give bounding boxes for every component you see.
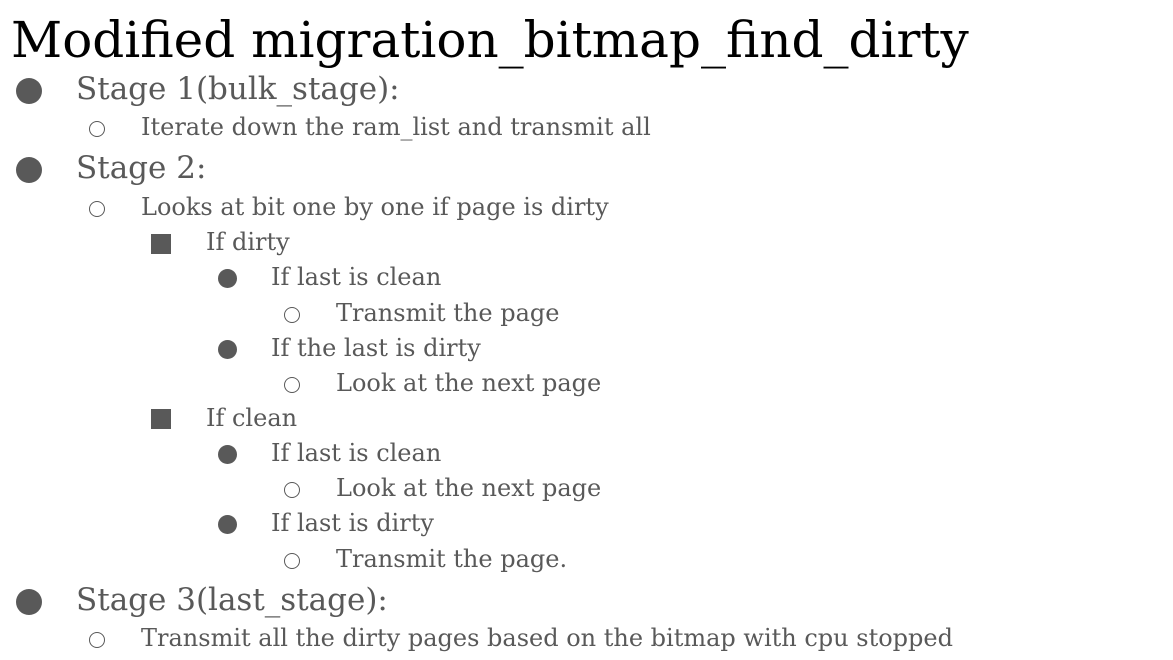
hollow-circle-icon [284, 553, 300, 569]
bullet-text-level3: If last is clean [271, 439, 442, 467]
bullet-text-level1: Iterate down the ram_list and transmit a… [141, 113, 651, 141]
hollow-circle-icon [284, 377, 300, 393]
bullet-text-level3: If last is dirty [271, 509, 434, 537]
filled-square-icon [151, 234, 171, 254]
filled-circle-icon [218, 340, 237, 359]
bullet-text-level2: If dirty [206, 228, 290, 256]
hollow-circle-icon [89, 121, 105, 137]
bullet-text-level0: Stage 3(last_stage): [76, 582, 388, 618]
bullet-text-level1: Transmit all the dirty pages based on th… [141, 624, 953, 652]
filled-circle-icon [16, 589, 42, 615]
bullet-text-level3: If the last is dirty [271, 334, 481, 362]
bullet-text-level0: Stage 2: [76, 150, 207, 186]
bullet-text-level4: Look at the next page [336, 369, 602, 397]
hollow-circle-icon [89, 632, 105, 648]
filled-circle-icon [218, 445, 237, 464]
bullet-text-level4: Transmit the page [336, 299, 560, 327]
filled-circle-icon [16, 157, 42, 183]
filled-circle-icon [218, 515, 237, 534]
bullet-text-level4: Look at the next page [336, 474, 602, 502]
bullet-text-level2: If clean [206, 404, 298, 432]
bullet-text-level0: Stage 1(bulk_stage): [76, 71, 400, 107]
slide-title: Modified migration_bitmap_find_dirty [11, 11, 969, 69]
hollow-circle-icon [284, 307, 300, 323]
filled-circle-icon [218, 269, 237, 288]
bullet-text-level4: Transmit the page. [336, 545, 568, 573]
filled-circle-icon [16, 78, 42, 104]
bullet-text-level3: If last is clean [271, 263, 442, 291]
hollow-circle-icon [89, 201, 105, 217]
filled-square-icon [151, 409, 171, 429]
bullet-text-level1: Looks at bit one by one if page is dirty [141, 193, 609, 221]
hollow-circle-icon [284, 482, 300, 498]
